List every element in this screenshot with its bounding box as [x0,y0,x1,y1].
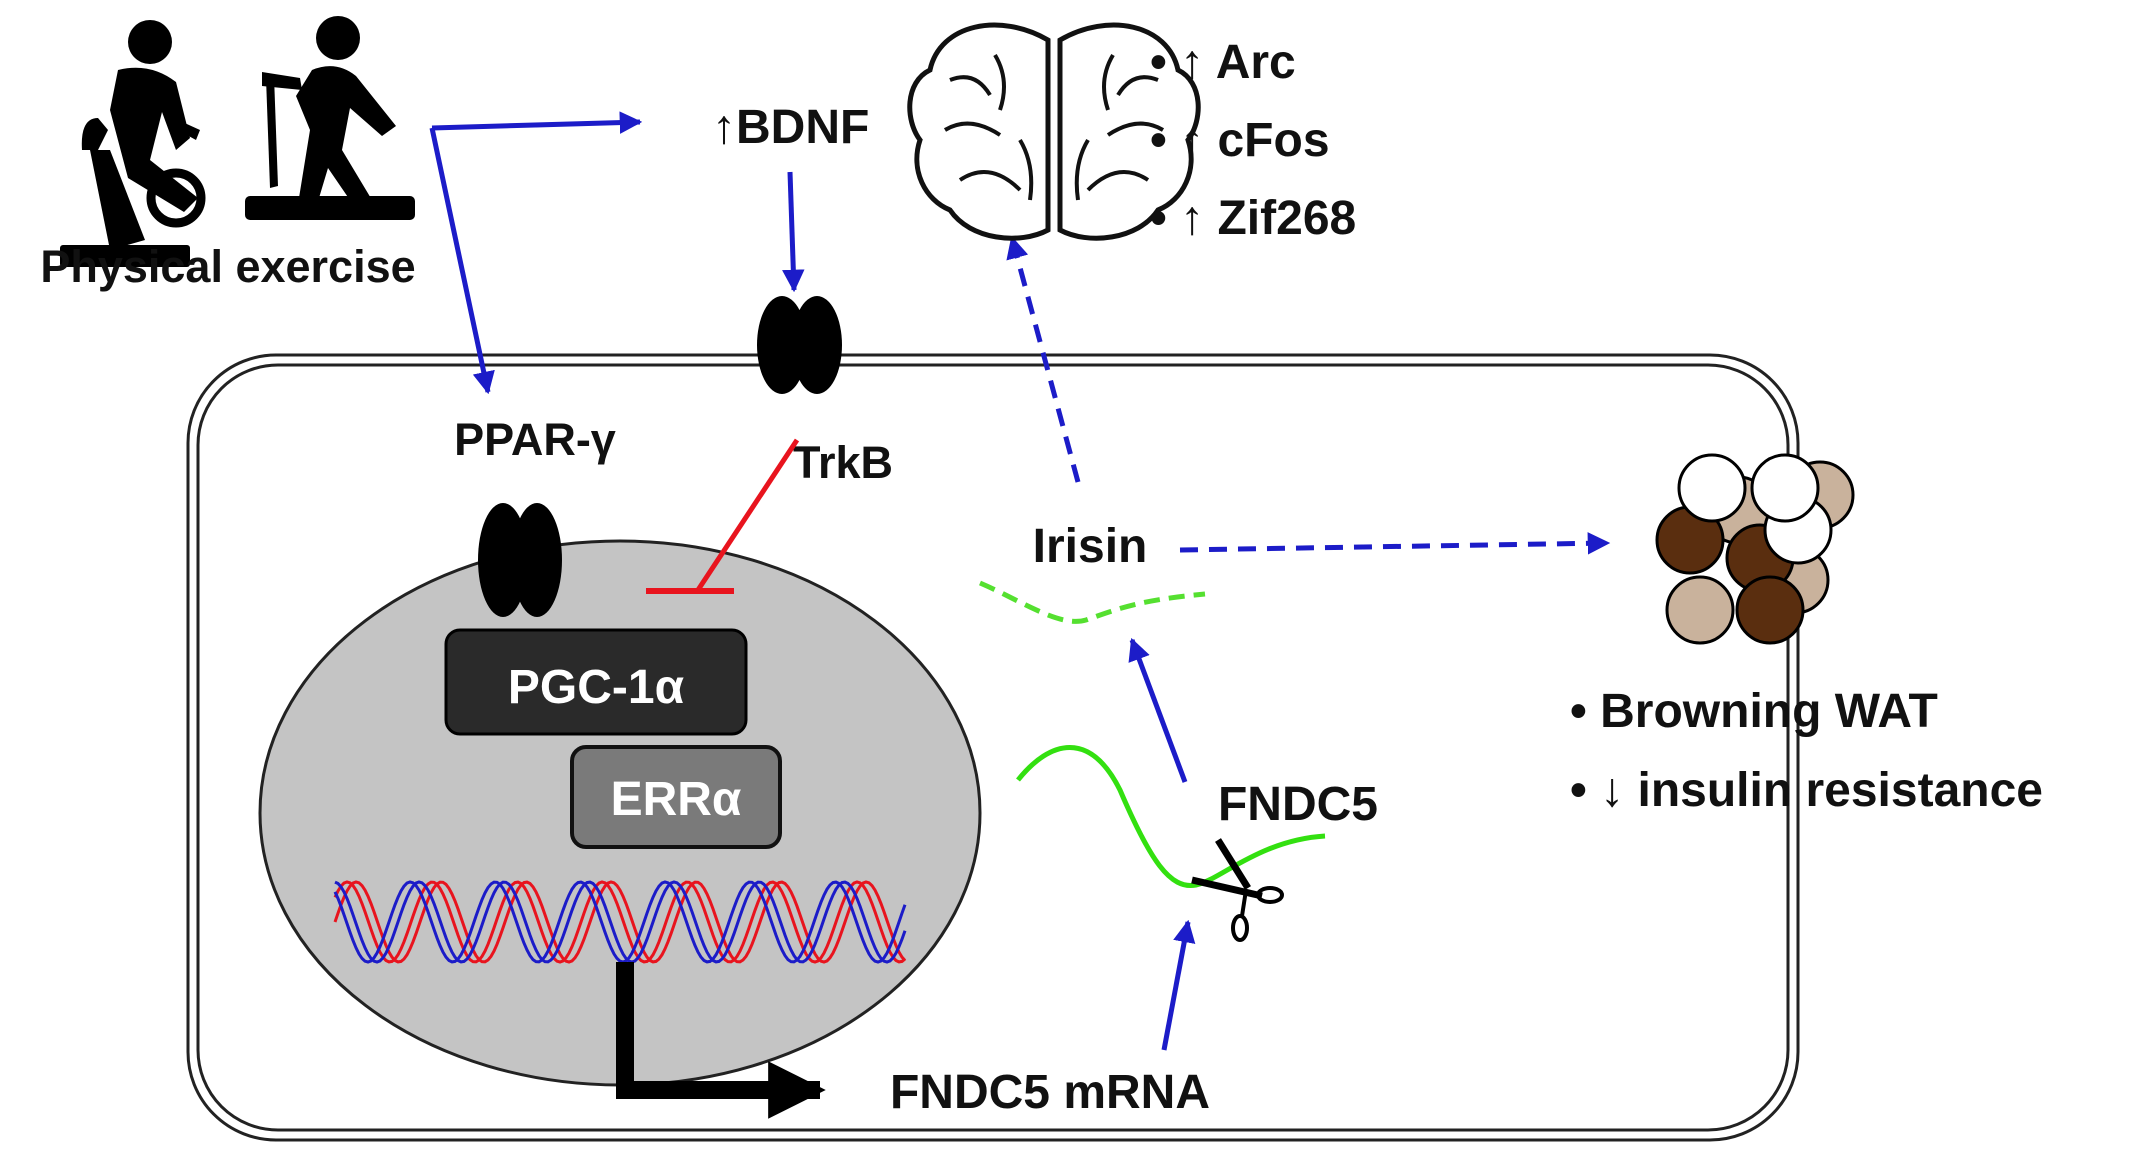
adipose-effect-item: • Browning WAT [1570,685,1938,738]
brain-effect-item: • ↑ Arc [1150,36,1296,89]
brain-effect-item: • ↑ Zif268 [1150,192,1356,245]
dna-strand [333,880,906,964]
adipose-effect-item: • ↓ insulin resistance [1570,764,2043,817]
irisin-to-adipose-arrow [1179,532,1611,555]
bdnf-label: ↑BDNF [712,101,869,154]
mrna-to-fndc5-arrow [1161,919,1196,1051]
transcription-arrow [616,962,826,1119]
bdnf-to-trkb-arrow [782,171,805,293]
fndc5-mrna-label: FNDC5 mRNA [890,1066,1210,1119]
fndc5-to-irisin-arrow [1128,637,1188,783]
exercise-bike-icon [60,20,206,267]
erra-label: ERRα [611,773,742,826]
trkb-inhibition-line [695,438,800,592]
irisin-label: Irisin [1033,520,1148,573]
dna-helix-icon [333,880,907,964]
trkb-label: TrkB [793,437,893,488]
ppar-gamma-receptor-icon [478,503,562,617]
scissors-icon [1191,838,1284,942]
exercise-to-ppar-arrow [429,127,495,395]
exercise-to-bdnf-arrow [431,111,643,134]
fndc5-protein [1016,745,1326,889]
brain-effect-item: • ↑ cFos [1150,114,1330,167]
treadmill-icon [245,16,415,220]
brain-effects-list: • ↑ Arc • ↑ cFos • ↑ Zif268 [1150,36,1356,245]
adipose-effects-list: • Browning WAT • ↓ insulin resistance [1570,685,2043,817]
irisin-peptide [979,580,1206,624]
physical-exercise-label: Physical exercise [40,241,415,292]
pgc1a-box [444,628,748,736]
dna-strand [333,880,907,964]
brain-icon [907,22,1201,241]
trkb-receptor-icon [757,296,842,394]
fat-cells-icon [1655,453,1855,645]
ppar-gamma-label: PPAR-γ [454,414,616,465]
erra-box [570,745,782,849]
dna-strand [334,880,907,964]
irisin-to-brain-arrow [1006,235,1081,483]
fndc5-label: FNDC5 [1218,778,1378,831]
pgc1a-label: PGC-1α [508,661,685,714]
